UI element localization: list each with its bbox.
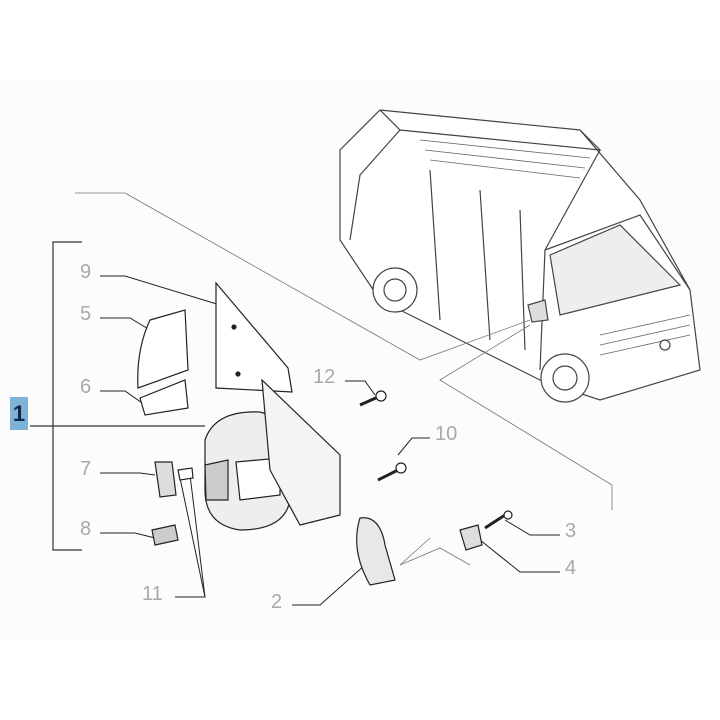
part-2-cover bbox=[356, 517, 396, 586]
callout-leaders bbox=[100, 275, 560, 606]
assembly-bracket bbox=[30, 241, 205, 551]
part-9-plate bbox=[215, 281, 293, 393]
callout-3[interactable]: 3 bbox=[565, 520, 577, 542]
part-4-plug bbox=[459, 524, 483, 551]
part-5-glass bbox=[137, 309, 189, 389]
callout-11[interactable]: 11 bbox=[142, 583, 163, 605]
callout-10[interactable]: 10 bbox=[435, 423, 458, 445]
leader-lines bbox=[75, 192, 613, 566]
callout-8[interactable]: 8 bbox=[80, 518, 92, 540]
van-illustration bbox=[339, 109, 701, 403]
callout-5[interactable]: 5 bbox=[80, 303, 92, 325]
callout-9[interactable]: 9 bbox=[80, 261, 92, 283]
callout-6[interactable]: 6 bbox=[80, 376, 92, 398]
assembly-callout-1[interactable]: 1 bbox=[10, 397, 28, 430]
callout-7[interactable]: 7 bbox=[80, 458, 92, 480]
mirror-arm bbox=[261, 378, 341, 526]
callout-12[interactable]: 12 bbox=[313, 366, 336, 388]
callout-4[interactable]: 4 bbox=[565, 557, 577, 579]
callout-2[interactable]: 2 bbox=[271, 591, 283, 613]
mirror-parts bbox=[137, 281, 513, 586]
part-11-bulb bbox=[177, 467, 194, 481]
part-6-glass bbox=[139, 379, 189, 416]
part-8-clip bbox=[151, 524, 179, 546]
part-7-lamp bbox=[154, 461, 177, 498]
